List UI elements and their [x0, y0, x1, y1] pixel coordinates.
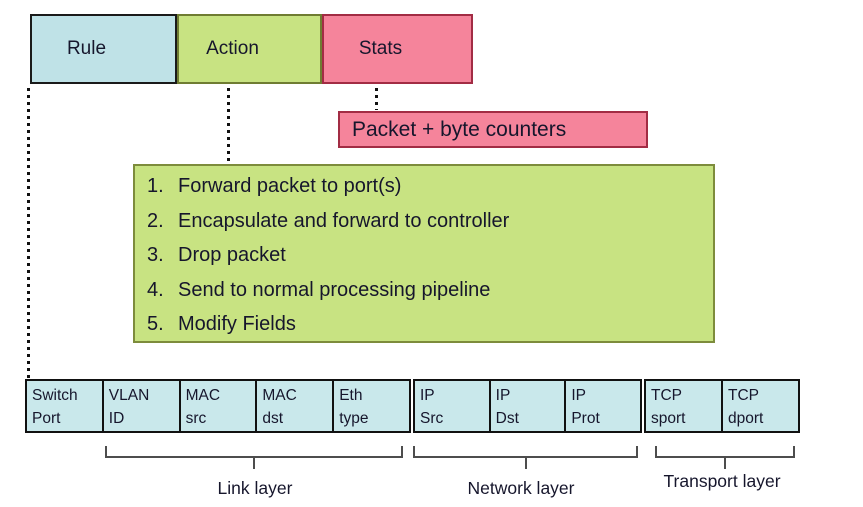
- link-layer-brace: [105, 446, 403, 469]
- action-item: 1. Forward packet to port(s): [147, 169, 713, 204]
- field-mac-src: MAC src: [178, 379, 258, 433]
- field-line: sport: [651, 410, 686, 427]
- field-ip-dst: IP Dst: [488, 379, 567, 433]
- field-tcp-sport: TCP sport: [644, 379, 723, 433]
- action-item-text: Drop packet: [178, 244, 286, 266]
- field-line: TCP: [728, 387, 759, 404]
- field-line: Dst: [495, 410, 519, 427]
- action-item: 4. Send to normal processing pipeline: [147, 273, 713, 308]
- field-line: TCP: [651, 387, 682, 404]
- field-line: Eth: [339, 387, 363, 404]
- field-line: IP: [571, 387, 586, 404]
- field-line: dport: [728, 410, 764, 427]
- field-ip-src: IP Src: [413, 379, 491, 433]
- action-item-number: 5.: [147, 313, 164, 335]
- action-item-number: 4.: [147, 278, 164, 301]
- packet-byte-counters-box: Packet + byte counters: [338, 111, 648, 148]
- action-box: Action: [177, 14, 322, 84]
- network-layer-brace: [413, 446, 638, 469]
- stats-connector-dotted-line: [375, 88, 378, 110]
- rule-box: Rule: [30, 14, 177, 84]
- transport-layer-label: Transport layer: [663, 471, 781, 491]
- action-item-text: Modify Fields: [178, 313, 296, 335]
- rule-connector-dotted-line: [27, 88, 30, 380]
- action-item-number: 1.: [147, 175, 164, 197]
- field-line: ID: [108, 410, 125, 427]
- action-list: 1. Forward packet to port(s) 2. Encapsul…: [135, 169, 713, 342]
- field-mac-dst: MAC dst: [255, 379, 335, 433]
- field-tcp-dport: TCP dport: [721, 379, 800, 433]
- stats-box-label: Stats: [358, 38, 403, 59]
- field-line: Switch: [32, 387, 78, 404]
- field-ip-prot: IP Prot: [564, 379, 643, 433]
- brace-tick: [253, 456, 255, 469]
- link-layer-field-group: Switch Port VLAN ID MAC src MAC dst Eth …: [25, 379, 411, 433]
- action-item-text: Encapsulate and forward to controller: [178, 209, 510, 232]
- link-layer-label: Link layer: [217, 478, 293, 498]
- field-line: Port: [32, 410, 61, 427]
- brace-tick: [724, 456, 726, 469]
- action-item-text: Forward packet to port(s): [178, 175, 402, 197]
- rule-box-label: Rule: [66, 38, 107, 59]
- network-layer-field-group: IP Src IP Dst IP Prot: [413, 379, 643, 433]
- field-line: Prot: [571, 410, 600, 427]
- field-line: IP: [495, 387, 511, 404]
- action-item-number: 3.: [147, 244, 164, 266]
- field-vlan-id: VLAN ID: [101, 379, 181, 433]
- transport-layer-field-group: TCP sport TCP dport: [644, 379, 800, 433]
- action-item: 3. Drop packet: [147, 238, 713, 273]
- action-item: 5. Modify Fields: [147, 307, 713, 342]
- field-line: type: [339, 410, 369, 427]
- stats-box: Stats: [322, 14, 473, 84]
- action-connector-dotted-line: [227, 88, 230, 162]
- field-line: IP: [420, 387, 435, 404]
- action-item-number: 2.: [147, 209, 164, 232]
- network-layer-label: Network layer: [467, 478, 575, 498]
- action-item-text: Send to normal processing pipeline: [178, 278, 491, 301]
- field-switch-port: Switch Port: [25, 379, 104, 433]
- field-line: dst: [262, 410, 284, 427]
- packet-byte-counters-label: Packet + byte counters: [352, 117, 567, 141]
- transport-layer-brace: [655, 446, 795, 469]
- field-line: VLAN: [108, 387, 150, 404]
- field-line: MAC: [262, 387, 297, 404]
- field-line: src: [185, 410, 207, 427]
- field-eth-type: Eth type: [332, 379, 411, 433]
- field-line: Src: [420, 410, 444, 427]
- brace-tick: [524, 456, 527, 469]
- action-item: 2. Encapsulate and forward to controller: [147, 204, 713, 239]
- action-list-box: 1. Forward packet to port(s) 2. Encapsul…: [133, 164, 715, 343]
- field-line: MAC: [185, 387, 221, 404]
- action-box-label: Action: [206, 38, 259, 59]
